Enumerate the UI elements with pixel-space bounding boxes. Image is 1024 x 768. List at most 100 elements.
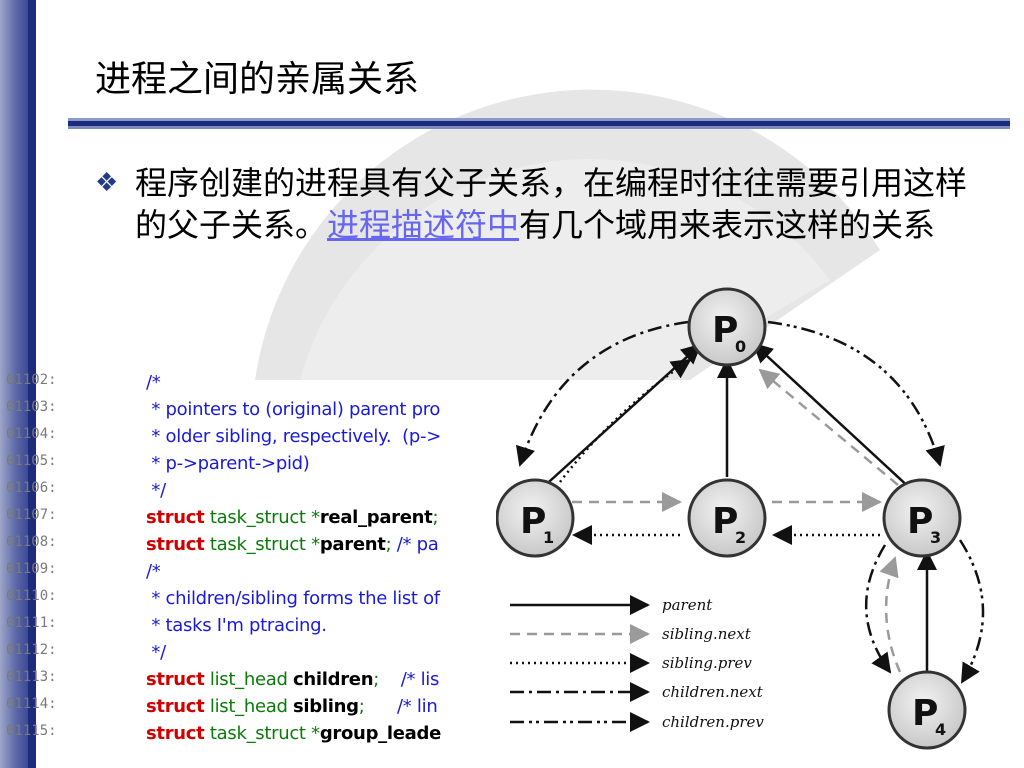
edge-p1-p0-parent: [539, 343, 702, 491]
code-token: * tasks I'm ptracing.: [146, 615, 327, 636]
code-token: /*: [146, 561, 161, 582]
edge-p1-p0-sibling-prev: [559, 358, 692, 483]
code-token: */: [146, 642, 166, 663]
bullet-paragraph: ❖ 程序创建的进程具有父子关系，在编程时往往需要引用这样的父子关系。进程描述符中…: [95, 162, 985, 246]
node-label-base: P: [520, 501, 546, 542]
line-number: 01109:: [6, 561, 57, 577]
code-token: parent: [319, 534, 386, 555]
code-token: struct: [146, 507, 205, 528]
edge-p3-p0-parent: [752, 342, 913, 491]
code-token: ;: [373, 669, 401, 690]
code-text: struct task_struct *group_leade: [146, 723, 441, 744]
line-number: 01115:: [6, 723, 57, 739]
left-accent-stripe: [28, 0, 36, 768]
edge-p0-p3-children-prev: [767, 320, 945, 467]
code-text: struct list_head sibling; /* lin: [146, 696, 438, 717]
line-number: 01111:: [6, 615, 57, 631]
line-number: 01108:: [6, 534, 57, 550]
code-text: struct task_struct *parent; /* pa: [146, 534, 439, 555]
node-label-sub: 1: [543, 528, 554, 547]
code-text: * children/sibling forms the list of: [146, 588, 440, 609]
code-token: struct: [146, 669, 205, 690]
code-token: task_struct *: [204, 723, 320, 744]
line-number: 01114:: [6, 696, 57, 712]
code-token: struct: [146, 696, 205, 717]
line-number: 01113:: [6, 669, 57, 685]
code-token: struct: [146, 723, 205, 744]
process-relationship-diagram: P 0 P 1 P 2 P 3 P 4 parent sibling.next …: [496, 287, 985, 750]
legend-label-sibling-prev: sibling.prev: [662, 654, 752, 672]
code-text: */: [146, 642, 166, 663]
node-label-sub: 0: [735, 337, 746, 356]
process-node-p2: P 2: [687, 478, 767, 558]
edge-p3-p4-children-prev: [958, 539, 985, 684]
code-text: /*: [146, 372, 161, 393]
code-token: children: [293, 669, 374, 690]
legend-label-children-prev: children.prev: [662, 713, 764, 731]
diamond-bullet-icon: ❖: [95, 168, 119, 198]
line-number: 01112:: [6, 642, 57, 658]
node-label-sub: 3: [930, 528, 941, 547]
node-label-base: P: [907, 501, 933, 542]
code-text: struct list_head children; /* lis: [146, 669, 439, 690]
code-token: * p->parent->pid): [146, 453, 310, 474]
legend-label-children-next: children.next: [662, 683, 764, 701]
legend-label-sibling-next: sibling.next: [662, 625, 752, 643]
code-text: * p->parent->pid): [146, 453, 310, 474]
code-token: * children/sibling forms the list of: [146, 588, 440, 609]
slide-title: 进程之间的亲属关系: [95, 59, 420, 100]
line-number: 01106:: [6, 480, 57, 496]
code-token: /* pa: [396, 534, 439, 555]
code-text: * tasks I'm ptracing.: [146, 615, 327, 636]
bullet-text-part2: 有几个域用来表示这样的关系: [519, 206, 936, 244]
node-label-sub: 2: [735, 528, 746, 547]
edge-p3-p0-sibling-next: [758, 368, 899, 486]
line-number: 01107:: [6, 507, 57, 523]
code-token: struct: [146, 534, 205, 555]
line-number: 01110:: [6, 588, 57, 604]
bullet-text: 程序创建的进程具有父子关系，在编程时往往需要引用这样的父子关系。进程描述符中有几…: [135, 162, 975, 246]
code-text: /*: [146, 561, 161, 582]
code-token: /* lin: [397, 696, 438, 717]
code-token: /* lis: [400, 669, 440, 690]
code-token: group_leade: [319, 723, 441, 744]
process-node-p4: P 4: [887, 670, 967, 750]
line-number: 01102:: [6, 372, 57, 388]
code-token: ;: [432, 507, 439, 528]
edge-p4-p3-sibling-next: [879, 556, 902, 673]
code-listing: 01102: /* 01103: * pointers to (original) …: [0, 370, 500, 768]
code-token: list_head: [204, 669, 294, 690]
code-token: */: [146, 480, 166, 501]
code-token: sibling: [293, 696, 359, 717]
code-token: task_struct *: [204, 534, 320, 555]
code-text: */: [146, 480, 166, 501]
code-text: struct task_struct *real_parent;: [146, 507, 439, 528]
bullet-text-part1: 程序创建的进程具有父子关系，在编程时往往需要引用这样的父子关系。: [135, 164, 968, 244]
edge-p3-p4-children-next: [864, 544, 892, 674]
node-label-base: P: [712, 501, 738, 542]
process-node-p3: P 3: [882, 478, 962, 558]
line-number: 01104:: [6, 426, 57, 442]
legend-label-parent: parent: [662, 596, 713, 614]
code-token: list_head: [204, 696, 294, 717]
node-label-base: P: [912, 693, 938, 734]
line-number: 01105:: [6, 453, 57, 469]
code-token: ;: [358, 696, 398, 717]
node-label-sub: 4: [935, 720, 946, 739]
code-token: * pointers to (original) parent pro: [146, 399, 441, 420]
process-node-p0: P 0: [687, 287, 767, 367]
code-text: * pointers to (original) parent pro: [146, 399, 440, 420]
diagram-legend: parent sibling.next sibling.prev childre…: [510, 595, 764, 732]
process-node-p1: P 1: [496, 478, 575, 558]
node-label-base: P: [712, 310, 738, 351]
process-descriptor-link[interactable]: 进程描述符中: [327, 206, 520, 244]
edge-p0-p1-children-next: [515, 320, 689, 467]
code-token: task_struct *: [204, 507, 320, 528]
code-text: * older sibling, respectively. (p->: [146, 426, 441, 447]
line-number: 01103:: [6, 399, 57, 415]
title-divider: [68, 118, 1010, 129]
code-token: /*: [146, 372, 161, 393]
code-token: ;: [385, 534, 397, 555]
code-token: * older sibling, respectively. (p->: [146, 426, 441, 447]
code-token: real_parent: [319, 507, 433, 528]
